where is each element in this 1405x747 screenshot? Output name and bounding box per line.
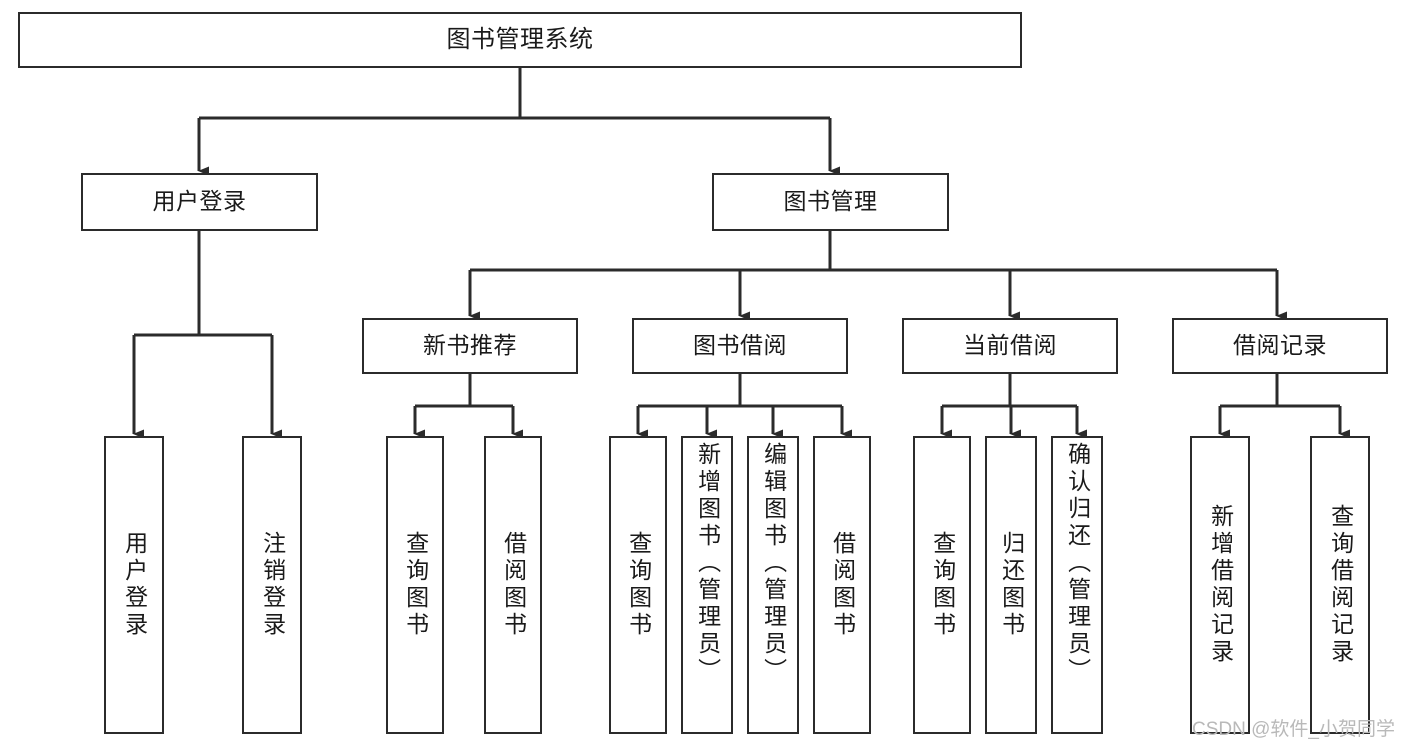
node-leaf-12[interactable]: 查询借阅记录 [1310, 436, 1370, 734]
node-label: 图书管理 [783, 188, 878, 215]
node-leaf-7[interactable]: 借阅图书 [813, 436, 871, 734]
node-label: 用户登录 [152, 188, 247, 215]
node-leaf-5[interactable]: 新增图书（管理员） [681, 436, 733, 734]
node-label: 查询图书 [402, 531, 429, 639]
node-level1-0[interactable]: 用户登录 [81, 173, 318, 231]
node-leaf-3[interactable]: 借阅图书 [484, 436, 542, 734]
node-label: 归还图书 [998, 531, 1025, 639]
node-label: 新增借阅记录 [1207, 504, 1234, 666]
node-leaf-6[interactable]: 编辑图书（管理员） [747, 436, 799, 734]
node-label: 借阅记录 [1233, 332, 1327, 359]
node-label: 用户登录 [121, 531, 148, 639]
node-level2-3[interactable]: 借阅记录 [1172, 318, 1388, 374]
node-label: 图书管理系统 [446, 25, 594, 53]
node-label: 当前借阅 [963, 332, 1057, 359]
node-leaf-2[interactable]: 查询图书 [386, 436, 444, 734]
node-leaf-11[interactable]: 新增借阅记录 [1190, 436, 1250, 734]
node-level1-1[interactable]: 图书管理 [712, 173, 949, 231]
node-label: 编辑图书（管理员） [760, 442, 787, 685]
node-root[interactable]: 图书管理系统 [18, 12, 1022, 68]
node-leaf-10[interactable]: 确认归还（管理员） [1051, 436, 1103, 734]
node-leaf-1[interactable]: 注销登录 [242, 436, 302, 734]
node-label: 图书借阅 [693, 332, 787, 359]
node-label: 新增图书（管理员） [694, 442, 721, 685]
node-label: 查询图书 [929, 531, 956, 639]
connector-lines [132, 68, 1350, 439]
node-leaf-9[interactable]: 归还图书 [985, 436, 1037, 734]
node-label: 确认归还（管理员） [1064, 442, 1091, 685]
node-leaf-0[interactable]: 用户登录 [104, 436, 164, 734]
node-level2-1[interactable]: 图书借阅 [632, 318, 848, 374]
node-label: 查询图书 [625, 531, 652, 639]
node-level2-2[interactable]: 当前借阅 [902, 318, 1118, 374]
node-label: 查询借阅记录 [1327, 504, 1354, 666]
node-label: 新书推荐 [423, 332, 517, 359]
node-level2-0[interactable]: 新书推荐 [362, 318, 578, 374]
node-label: 借阅图书 [829, 531, 856, 639]
node-label: 借阅图书 [500, 531, 527, 639]
node-label: 注销登录 [259, 531, 286, 639]
node-leaf-8[interactable]: 查询图书 [913, 436, 971, 734]
node-leaf-4[interactable]: 查询图书 [609, 436, 667, 734]
